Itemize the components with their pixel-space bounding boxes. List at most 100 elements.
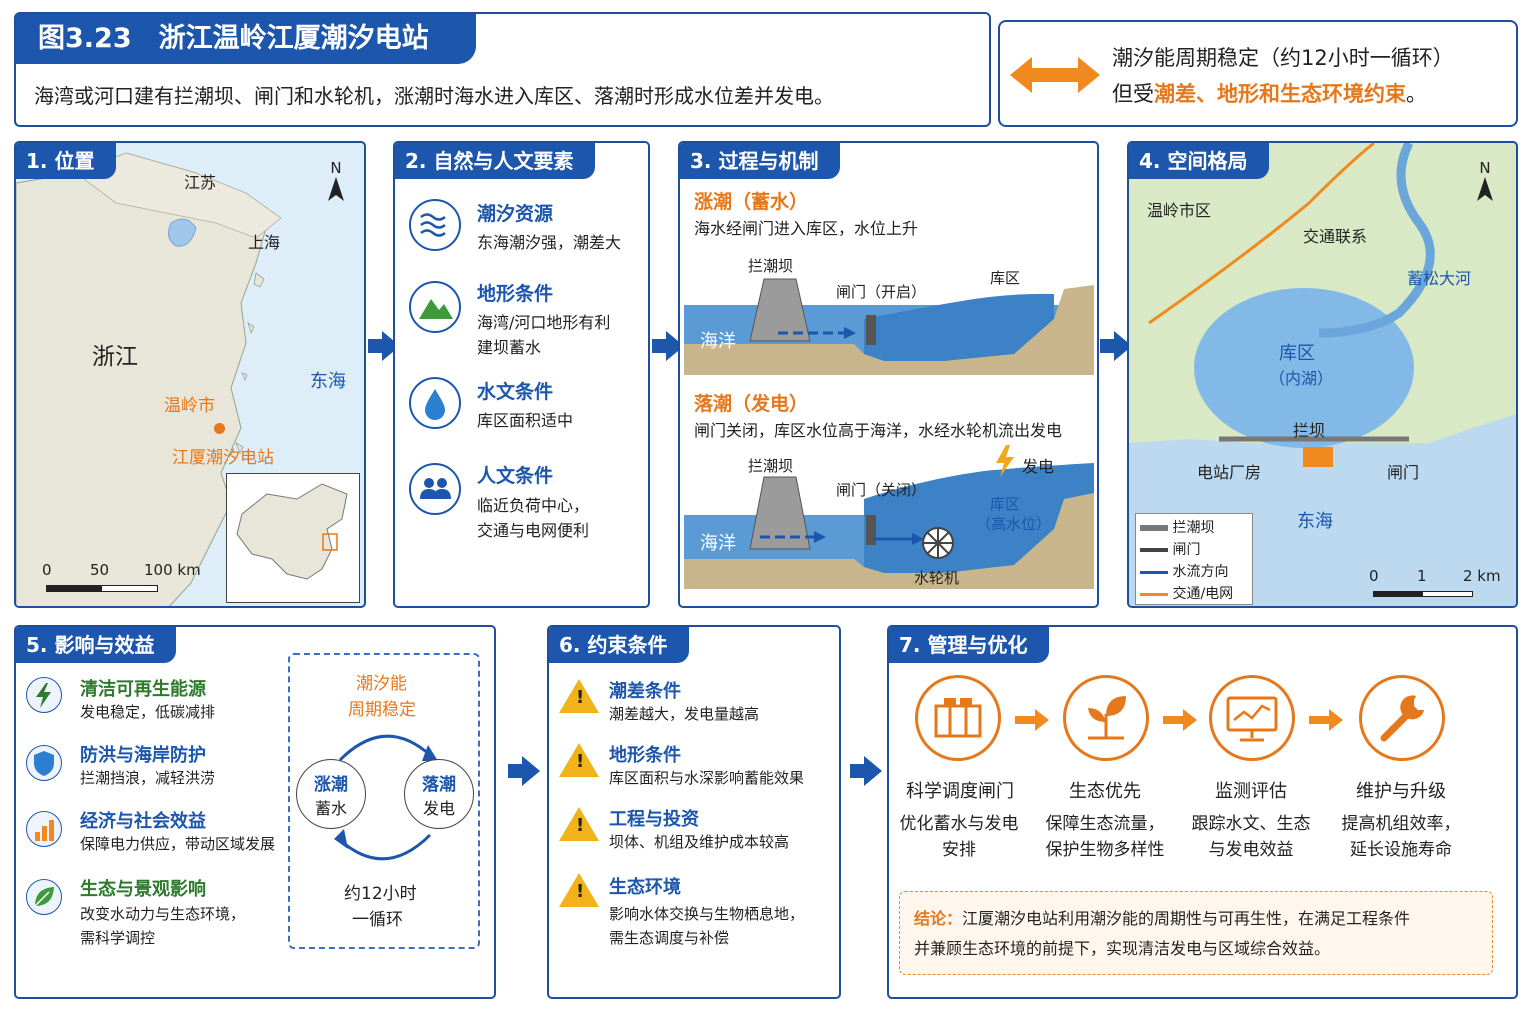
rise-head: 涨潮（蓄水）: [694, 191, 809, 213]
constraint-head-eco: 生态环境: [609, 877, 681, 898]
legend-gate-swatch: [1140, 548, 1168, 552]
cycle-left-1: 涨潮: [314, 775, 348, 795]
mgmt-head-eco: 生态优先: [1069, 781, 1141, 802]
panel-impact-title: 5. 影响与效益: [16, 627, 177, 663]
fall-reservoir-level: （高水位）: [976, 515, 1052, 533]
factor-desc-hydro: 库区面积适中: [477, 411, 574, 430]
legend-flow-label: 水流方向: [1172, 564, 1229, 580]
cycle-box: 潮汐能 周期稳定 涨潮 蓄水 落潮 发电 约12小时 一循环: [288, 653, 480, 949]
rise-reservoir-label: 库区: [990, 269, 1021, 287]
warning-icon: !: [559, 679, 599, 713]
wrench-icon: [1359, 675, 1445, 761]
flow-arrow-5: [850, 756, 882, 786]
note-line2: 但受潮差、地形和生态环境约束。: [1112, 78, 1427, 108]
panel-factors-title: 2. 自然与人文要素: [395, 143, 596, 179]
spatial-scale-2: 2 km: [1463, 567, 1501, 585]
water-drop-icon: [409, 377, 461, 429]
spatial-label-traffic: 交通联系: [1303, 227, 1368, 246]
impact-desc-ecology-1: 改变水动力与生态环境，: [80, 905, 246, 923]
fall-turbine-label: 水轮机: [914, 569, 960, 587]
constraint-desc-eco-2: 需生态调度与补偿: [609, 929, 730, 947]
panel-location: 1. 位置 江苏 上海 浙江 东海 温岭市 江厦潮汐电站 N 0 50 100 …: [14, 141, 366, 608]
mgmt-head-gate: 科学调度闸门: [906, 781, 1014, 802]
fall-power-label: 发电: [1022, 457, 1055, 476]
spatial-label-sea: 东海: [1297, 511, 1333, 532]
fall-reservoir-label: 库区: [990, 495, 1021, 513]
warning-mark: !: [576, 687, 585, 708]
gate-dam-icon: [915, 675, 1001, 761]
spatial-label-dam: 拦坝: [1293, 421, 1326, 440]
constraint-desc-cost: 坝体、机组及维护成本较高: [609, 833, 790, 851]
constraint-head-terrain: 地形条件: [609, 745, 681, 766]
label-station: 江厦潮汐电站: [172, 448, 274, 468]
factor-head-hydro: 水文条件: [477, 381, 554, 403]
warning-mark: !: [576, 751, 585, 772]
panel-management: 7. 管理与优化 科学调度闸门 优化蓄水与发电 安排 生态优先 保障生态流量， …: [887, 625, 1518, 999]
arrow-right-icon: [1163, 709, 1197, 731]
spatial-label-gate: 闸门: [1387, 463, 1420, 482]
cycle-arrows: [334, 734, 438, 861]
mountain-icon: [409, 281, 461, 333]
factor-desc-tide: 东海潮汐强，潮差大: [477, 233, 622, 252]
mgmt-head-monitor: 监测评估: [1215, 781, 1287, 802]
fall-desc: 闸门关闭，库区水位高于海洋，水经水轮机流出发电: [694, 421, 1063, 440]
legend-flow: 水流方向: [1140, 561, 1228, 581]
north-label-spatial: N: [1479, 159, 1491, 177]
waves-icon: [409, 199, 461, 251]
north-label: N: [330, 159, 342, 177]
impact-desc-economy: 保障电力供应，带动区域发展: [80, 835, 276, 853]
label-jiangsu: 江苏: [184, 173, 217, 192]
conclusion-text-1: 江厦潮汐电站利用潮汐能的周期性与可再生性，在满足工程条件: [962, 909, 1411, 928]
scale-tick-0: 0: [42, 561, 52, 579]
shield-icon: [26, 745, 62, 781]
legend-gate-label: 闸门: [1172, 542, 1201, 558]
rise-ocean-label: 海洋: [700, 331, 736, 352]
constraint-head-tide: 潮差条件: [609, 681, 681, 702]
label-shanghai: 上海: [248, 233, 281, 252]
impact-head-flood: 防洪与海岸防护: [80, 745, 206, 766]
impact-desc-clean: 发电稳定，低碳减排: [80, 703, 216, 721]
note-prefix: 但受: [1112, 82, 1154, 106]
panel-process-title: 3. 过程与机制: [680, 143, 841, 179]
note-box: [998, 20, 1518, 127]
cycle-bottom-2: 一循环: [352, 910, 403, 930]
legend-gate: 闸门: [1140, 539, 1200, 559]
mgmt-desc-eco-2: 保护生物多样性: [1045, 840, 1165, 860]
factor-desc-human-2: 交通与电网便利: [477, 521, 590, 540]
impact-desc-flood: 拦潮挡浪，减轻洪涝: [80, 769, 216, 787]
cycle-top-1: 潮汐能: [356, 674, 407, 694]
bar-chart-icon: [26, 811, 62, 847]
panel-constraints-title: 6. 约束条件: [549, 627, 690, 663]
mgmt-desc-gate-1: 优化蓄水与发电: [899, 814, 1019, 834]
lightning-icon: [26, 677, 62, 713]
mgmt-desc-gate-2: 安排: [942, 840, 976, 860]
rise-diagram: [684, 278, 1094, 375]
cycle-circle-right: 落潮 发电: [404, 759, 474, 829]
conclusion-line-2: 并兼顾生态环境的前提下，实现清洁发电与区域综合效益。: [914, 939, 1331, 958]
panel-process: 3. 过程与机制 涨潮（蓄水） 海水经闸门进入库区，水位上升 拦潮坝 闸门（开启…: [678, 141, 1099, 608]
conclusion-line-1: 结论：江厦潮汐电站利用潮汐能的周期性与可再生性，在满足工程条件: [914, 904, 1478, 934]
figure-summary: 海湾或河口建有拦潮坝、闸门和水轮机，涨潮时海水进入库区、落潮时形成水位差并发电。: [34, 84, 834, 108]
rise-gate-label: 闸门（开启）: [836, 283, 927, 301]
north-arrow: N: [326, 159, 346, 207]
spatial-scale-line: [1373, 591, 1473, 597]
legend-traffic-swatch: [1140, 592, 1168, 596]
constraint-desc-eco-1: 影响水体交换与生物栖息地，: [609, 905, 805, 923]
cycle-bottom-1: 约12小时: [344, 884, 417, 904]
factor-desc-terrain-1: 海湾/河口地形有利: [477, 313, 611, 332]
north-arrow-icon: [1477, 177, 1493, 201]
warning-mark: !: [576, 815, 585, 836]
factor-desc-terrain-2: 建坝蓄水: [477, 338, 542, 357]
figure-title: 图3.23 浙江温岭江厦潮汐电站: [16, 14, 476, 64]
factor-head-tide: 潮汐资源: [477, 203, 554, 225]
panel-spatial-title: 4. 空间格局: [1129, 143, 1270, 179]
panel-location-title: 1. 位置: [16, 143, 117, 179]
constraint-head-cost: 工程与投资: [609, 809, 699, 830]
leaf-icon: [26, 879, 62, 915]
mgmt-desc-repair-2: 延长设施寿命: [1350, 840, 1452, 860]
people-icon: [409, 463, 461, 515]
spatial-scale-1: 1: [1417, 567, 1427, 585]
label-zhejiang: 浙江: [92, 344, 138, 370]
impact-head-ecology: 生态与景观影响: [80, 879, 206, 900]
mgmt-head-repair: 维护与升级: [1356, 781, 1446, 802]
